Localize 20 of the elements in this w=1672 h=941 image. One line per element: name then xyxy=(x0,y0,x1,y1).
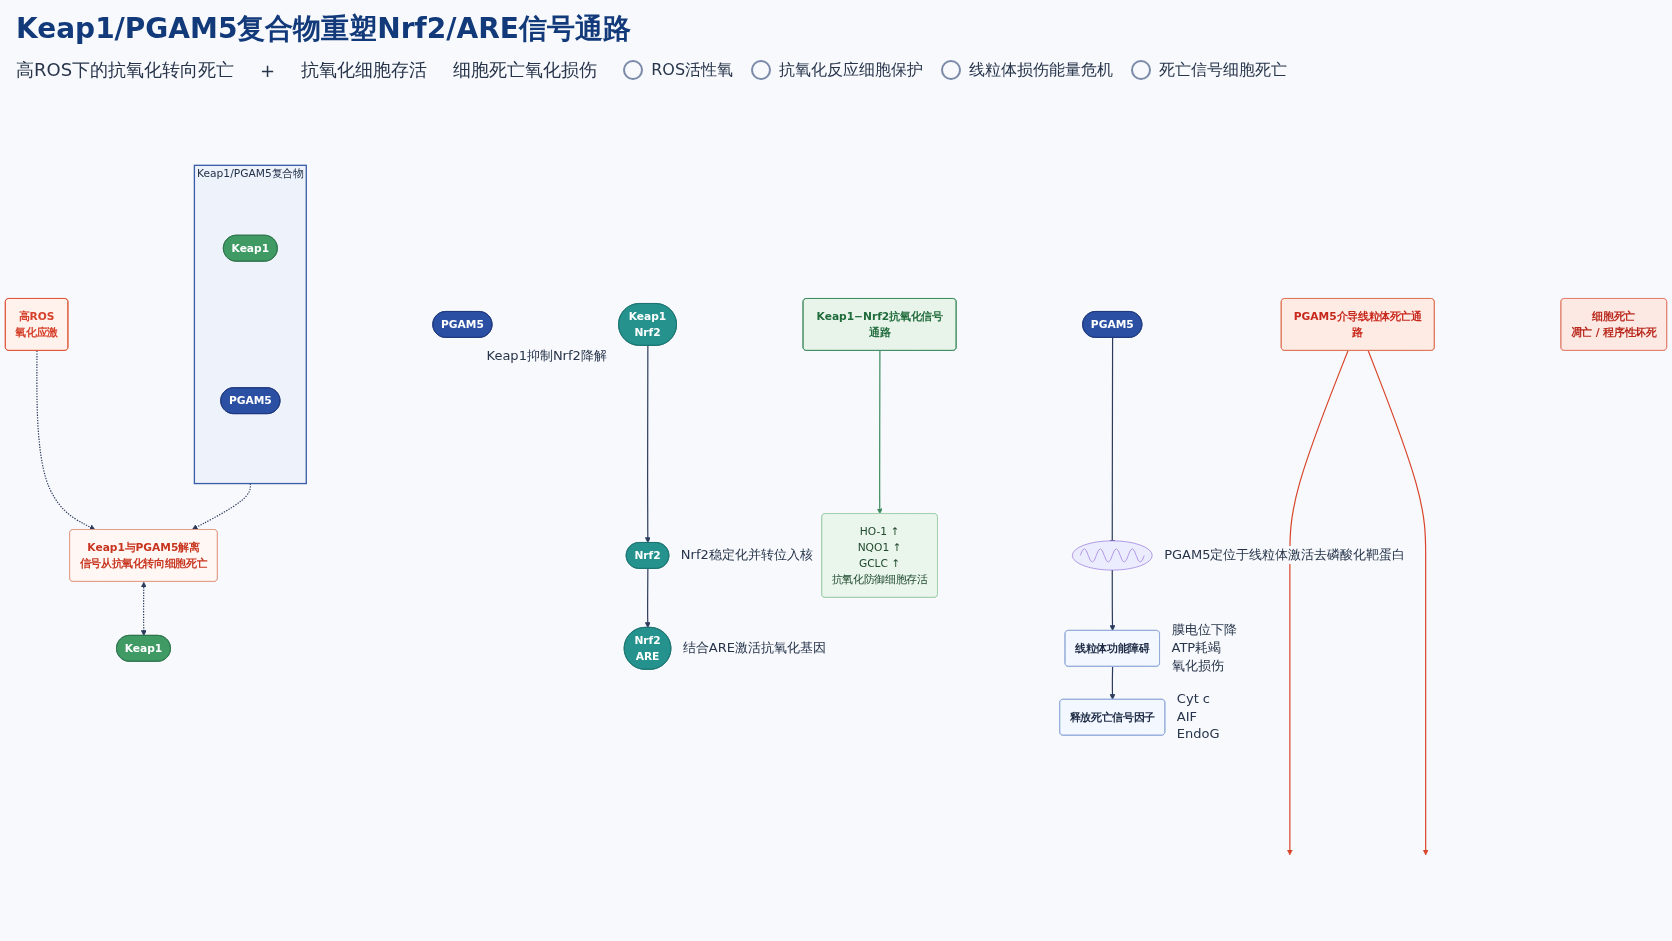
arrow xyxy=(644,344,651,543)
arrow xyxy=(140,581,147,636)
arrow xyxy=(1109,665,1116,700)
legend-text: 抗氧化反应细胞保护 xyxy=(779,59,924,81)
note-text: + xyxy=(260,59,276,81)
note-text: 抗氧化细胞存活 xyxy=(301,58,428,82)
annotation-text: ATP耗竭 xyxy=(1169,639,1224,657)
legend-text: 线粒体损伤能量危机 xyxy=(969,59,1114,81)
legend-text: 死亡信号细胞死亡 xyxy=(1159,59,1288,81)
annotation-text: Keap1抑制Nrf2降解 xyxy=(484,347,609,365)
note-text: 细胞死亡氧化损伤 xyxy=(453,58,598,82)
arrow xyxy=(876,349,883,514)
title: Keap1/PGAM5复合物重塑Nrf2/ARE信号通路 xyxy=(16,11,632,47)
legend-text: ROS活性氧 xyxy=(651,59,734,81)
arrow xyxy=(1367,349,1429,855)
arrow xyxy=(1286,349,1349,855)
note-text: 高ROS下的抗氧化转向死亡 xyxy=(16,58,235,82)
annotation-text: 结合ARE激活抗氧化基因 xyxy=(680,638,828,657)
arrow xyxy=(644,567,651,628)
annotation-text: 膜电位下降 xyxy=(1169,621,1239,639)
